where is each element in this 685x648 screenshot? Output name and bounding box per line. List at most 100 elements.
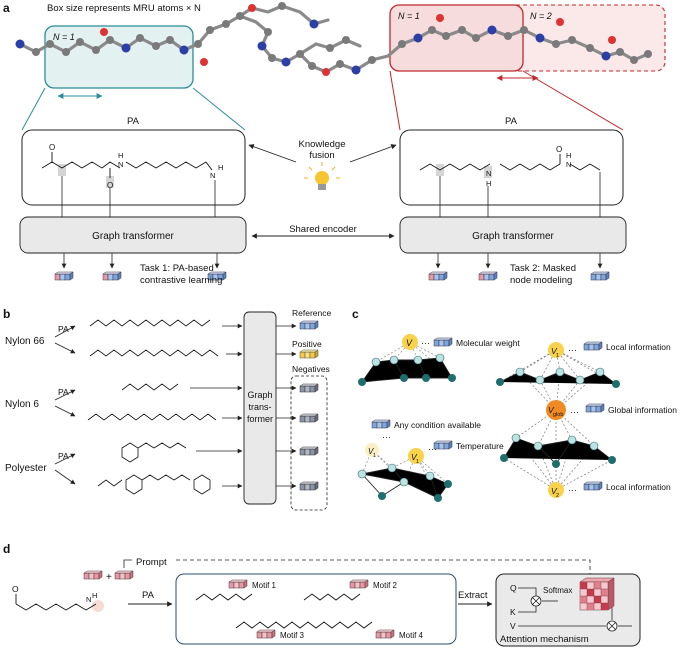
polymer-nylon66: Nylon 66 [5, 336, 45, 347]
negatives-label: Negatives [292, 364, 330, 374]
embedding-icon [433, 337, 453, 347]
positive-label: Positive [292, 339, 322, 349]
softmax-label: Softmax [543, 586, 572, 595]
dots-c1: ··· [421, 338, 430, 348]
panel-d-label: d [3, 542, 10, 556]
embedding-icon [585, 403, 605, 413]
motif-4-label: Motif 4 [399, 631, 424, 640]
transformer-output-arrows [276, 323, 297, 489]
input-n-label: N [86, 595, 91, 604]
pa-to-encoder-lines [61, 172, 601, 217]
red-zoom-line-left [389, 70, 401, 131]
motif-1-label: Motif 1 [252, 581, 277, 590]
attention-matrix-icon [579, 577, 615, 611]
negative-embedding-icon [299, 481, 319, 491]
node-vglob-sub: glob [553, 412, 563, 418]
embedding-icon [590, 271, 610, 281]
left-h-end: H [218, 163, 223, 172]
prompt-label: Prompt [136, 557, 167, 568]
negative-embedding-icon [299, 446, 319, 456]
positive-embedding-icon [299, 349, 319, 359]
panel-b-structures [87, 319, 219, 495]
motif-embedding-icon [349, 579, 369, 589]
graph-transformer-right-label: Graph transformer [472, 231, 554, 242]
graph-transformer-left [19, 216, 247, 254]
prompt-embedding-icon [114, 570, 134, 580]
embedding-icon [583, 481, 603, 491]
pa-label-d: PA [142, 590, 155, 601]
red-zoom-line-right [522, 70, 624, 131]
task2-line1: Task 2: Masked [510, 263, 576, 274]
dots-c2: ··· [382, 432, 391, 442]
node-v-label: V [406, 338, 413, 348]
extract-label: Extract [458, 590, 488, 601]
global-info-label: Global information [608, 405, 677, 415]
graph-transformer-right [399, 216, 627, 254]
node-v1-top-label: V [551, 346, 558, 356]
panel-c-label: c [352, 307, 359, 321]
prompt-embedding-icon [83, 570, 103, 580]
attention-mechanism-label: Attention mechanism [500, 634, 589, 645]
motif-2-label: Motif 2 [373, 581, 398, 590]
motif-embedding-icon [228, 579, 248, 589]
embedding-icon [478, 271, 498, 281]
dots-c5: ··· [570, 407, 579, 417]
graph-transformer-b-line3: former [247, 414, 273, 424]
multiply-icon [606, 620, 618, 632]
v-label: V [510, 621, 516, 631]
left-o-top: O [49, 143, 55, 152]
right-h-mid: H [486, 179, 491, 188]
dots-c3: ··· [428, 444, 437, 454]
molecular-weight-label: Molecular weight [456, 338, 520, 348]
embedding-icon [54, 271, 74, 281]
negatives-box [290, 375, 328, 511]
lightbulb-icon [304, 162, 340, 190]
pa-label-b2: PA [58, 387, 69, 397]
prompt-arrow [123, 559, 132, 568]
input-molecule [15, 594, 104, 612]
k-label: K [510, 607, 516, 617]
node-v2-sub: 2 [556, 493, 559, 499]
fusion-arrow-left [248, 144, 297, 163]
graph-transformer-left-label: Graph transformer [92, 231, 174, 242]
encoder-output-arrows [61, 253, 603, 269]
motif-embedding-icon [256, 629, 276, 639]
task1-line1: Task 1: PA-based [140, 263, 214, 274]
temperature-label: Temperature [456, 441, 504, 451]
node-v1-sub: 1 [416, 459, 419, 465]
red-n2-label: N = 2 [530, 11, 552, 21]
dots-c4: ··· [568, 345, 577, 355]
dots-c6: ··· [568, 485, 577, 495]
local-info-bottom-label: Local information [606, 482, 671, 492]
left-n-end: N [210, 171, 215, 180]
node-vglob-label: V [548, 405, 555, 415]
teal-zoom-line-right [192, 87, 246, 131]
graph-left-bottom [357, 443, 452, 502]
input-h-label: H [92, 591, 97, 600]
input-o-label: O [12, 584, 19, 594]
any-condition-label: Any condition available [394, 420, 481, 430]
box-caption: Box size represents MRU atoms × N [47, 3, 201, 14]
embedding-icon [428, 271, 448, 281]
motif-3-label: Motif 3 [280, 631, 305, 640]
node-v1-label: V [411, 452, 418, 462]
pa-label-left: PA [127, 116, 140, 127]
graph-right-hierarchical [496, 342, 620, 498]
red-n1-box [389, 4, 524, 72]
node-v1-top-sub: 1 [556, 353, 559, 359]
right-o-top: O [556, 145, 562, 154]
embedding-icon [102, 271, 122, 281]
task1-line2: contrastive learning [140, 275, 222, 286]
right-n-mid: N [486, 169, 491, 178]
pa-structure-right [419, 154, 601, 178]
negative-embedding-icon [299, 383, 319, 393]
reference-label: Reference [292, 308, 331, 318]
q-label: Q [510, 583, 517, 593]
pa-box-right [399, 129, 624, 206]
pa-branch-arrows [54, 325, 76, 485]
graph-transformer-b-line2: trans- [248, 402, 271, 412]
teal-zoom-line-left [21, 87, 46, 131]
right-h-end: H [566, 151, 571, 160]
node-v1-faint-label: V [368, 447, 374, 456]
node-v2-label: V [551, 486, 558, 496]
